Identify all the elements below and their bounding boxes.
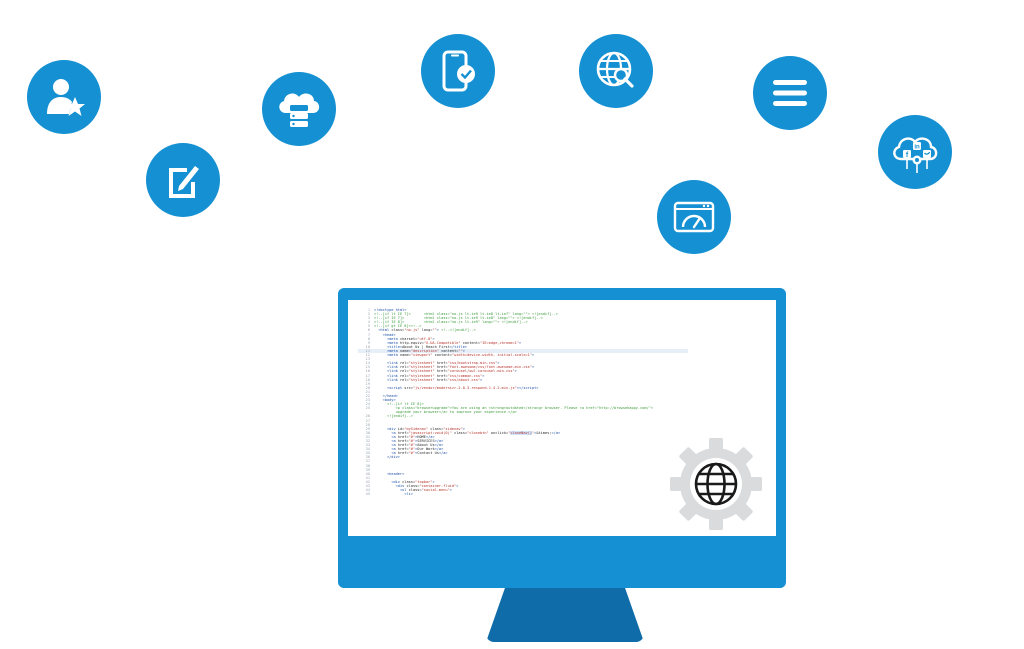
code-line: 11 <meta name="description" content=""> (365, 348, 465, 353)
speedometer-browser-icon (657, 180, 731, 254)
facebook-letter: f (906, 152, 909, 159)
code-line: 19 (365, 381, 370, 386)
code-line: 31 <a href="#">HOME</a> (365, 434, 435, 439)
code-line: 29 <div id="mySidenav" class="sidenav"> (365, 426, 465, 431)
code-line: 16 <link rel="stylesheet" href="carousel… (365, 369, 517, 374)
code-line: 10 <title>About Us | Reach First</title> (365, 344, 468, 349)
code-line: 23 <body> (365, 398, 396, 403)
code-line: 1<!doctype html> (367, 308, 407, 312)
monitor-frame: 1<!doctype html>2<!--[if lt IE 7]> <html… (338, 288, 786, 588)
code-line: 12 <meta name="viewport" content="width=… (365, 353, 535, 358)
globe-search-icon (579, 34, 653, 108)
code-line: 6 <html class="no-js" lang=""> <!--<![en… (367, 328, 476, 333)
code-line: 38 (365, 463, 370, 468)
code-line: 42 <div class="topbar"> (365, 479, 435, 484)
gear-globe-icon (670, 438, 762, 530)
cloud-server-icon (262, 72, 336, 146)
code-line: 39 (365, 467, 370, 472)
code-line: 37 (365, 459, 370, 464)
code-line: 33 <a href="#">About Us</a> (365, 443, 444, 448)
code-line: 40 <header> (365, 471, 405, 476)
code-line: 17 <link rel="stylesheet" href="css/comm… (365, 373, 485, 378)
code-line: 4<!--[if IE 8]> <html class="no-js lt-ie… (367, 320, 528, 325)
code-line: 44 <ul class="social-menu"> (365, 488, 452, 493)
menu-icon (753, 56, 827, 130)
current-line-highlight (358, 349, 688, 354)
code-line: 24 <!--[if lt IE 8]> (365, 402, 424, 407)
code-line: 8 <meta charset="utf-8"> (367, 336, 435, 341)
code-line: upgrade your browser</a> to improve your… (395, 410, 517, 415)
edit-document-icon (146, 143, 220, 217)
code-line: 26 <![endif]--> (365, 414, 413, 419)
code-line: 45 <li> (365, 492, 413, 497)
code-line: 36 </div> (365, 455, 400, 460)
code-line: 20 <script src="js/vendor/modernizr-2.8.… (365, 385, 539, 390)
code-line: 14 <link rel="stylesheet" href="css/boot… (365, 361, 500, 366)
code-line: 21 (365, 389, 370, 394)
mobile-check-icon (421, 34, 495, 108)
code-line: 15 <link rel="stylesheet" href="font-awe… (365, 365, 535, 370)
code-line: 9 <meta http-equiv="X-UA-Compatible" con… (367, 340, 522, 345)
social-cloud-icon: in f (878, 115, 952, 189)
code-line: 7 <head> (367, 332, 396, 337)
user-star-icon (27, 60, 101, 134)
code-line: 35 <a href="#">Contact Us</a> (365, 451, 448, 456)
monitor-stand (486, 588, 644, 642)
code-line: 28 (365, 422, 370, 427)
linkedin-letter: in (914, 145, 920, 151)
code-line: 43 <div class="container-fluid"> (365, 484, 459, 489)
code-line: 41 (365, 475, 370, 480)
code-line: 18 <link rel="stylesheet" href="css/abou… (365, 377, 483, 382)
code-listing: 1<!doctype html>2<!--[if lt IE 7]> <html… (358, 308, 688, 496)
code-line: 13 (365, 357, 370, 362)
code-line: 3<!--[if IE 7]> <html class="no-js lt-ie… (367, 316, 543, 321)
code-line: 22 </head> (365, 393, 398, 398)
code-line: 5<!--[if gt IE 8]><!--> (367, 324, 422, 329)
code-line: 2<!--[if lt IE 7]> <html class="no-js lt… (367, 312, 558, 317)
code-line: 25 <p class="browserupgrade">You are usi… (365, 406, 654, 411)
code-line: 34 <a href="#">Our Work</a> (365, 447, 444, 452)
code-line: 32 <a href="#">SERVICES</a> (365, 439, 444, 443)
code-line: 30 <a href="javascript:void(0)" class="c… (365, 430, 561, 435)
code-line: 27 (365, 418, 370, 423)
